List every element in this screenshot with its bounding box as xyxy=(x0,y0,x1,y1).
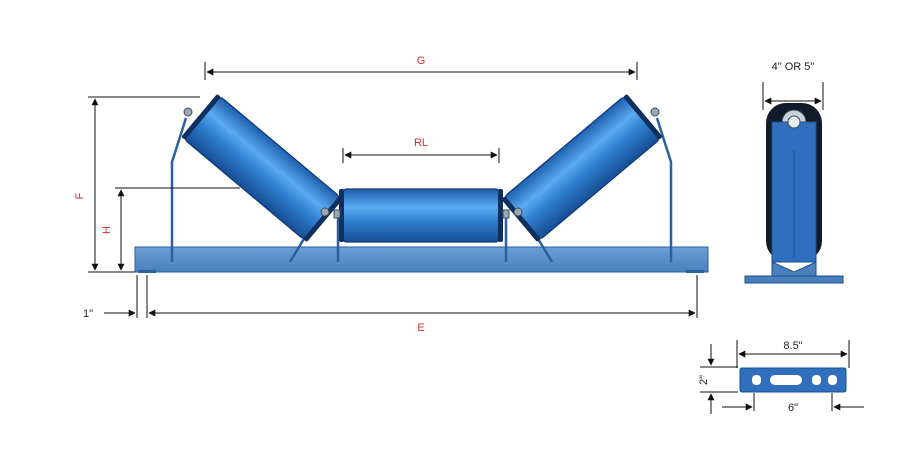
base-slot-left xyxy=(752,375,761,385)
label-h: H xyxy=(101,226,113,234)
label-base-height: 2" xyxy=(698,375,710,385)
label-one-inch: 1" xyxy=(83,308,93,320)
front-view: G RL F H E 1" xyxy=(74,55,709,334)
label-f: F xyxy=(74,192,86,199)
base-slot-far-right xyxy=(828,375,837,385)
base-foot-left xyxy=(138,270,156,273)
base-slot-right xyxy=(812,375,821,385)
side-base xyxy=(744,275,844,284)
dimension-g: G xyxy=(204,55,638,80)
base-slot-center xyxy=(770,375,802,385)
left-wing-bracket xyxy=(170,117,188,262)
center-roller xyxy=(339,188,503,243)
label-e: E xyxy=(417,322,424,334)
side-gusset xyxy=(771,261,817,279)
label-base-slot: 6" xyxy=(788,402,798,414)
label-side-width: 4" OR 5" xyxy=(772,61,815,73)
right-wing-bracket xyxy=(655,117,673,262)
base-detail-view: 8.5" 2" 6" xyxy=(698,340,864,414)
side-view: 4" OR 5" xyxy=(744,61,844,284)
label-g: G xyxy=(417,55,426,67)
dimension-h: H xyxy=(101,187,240,271)
shaft-nuts xyxy=(183,107,660,219)
right-wing-roller xyxy=(502,94,662,242)
label-rl: RL xyxy=(414,137,428,149)
dimension-f: F xyxy=(74,96,200,273)
label-base-width: 8.5" xyxy=(783,340,802,352)
dimension-rl: RL xyxy=(342,137,500,163)
base-rail xyxy=(134,246,709,273)
dimension-e: E 1" xyxy=(83,275,698,334)
left-wing-roller xyxy=(182,94,342,242)
base-foot-right xyxy=(686,270,704,273)
